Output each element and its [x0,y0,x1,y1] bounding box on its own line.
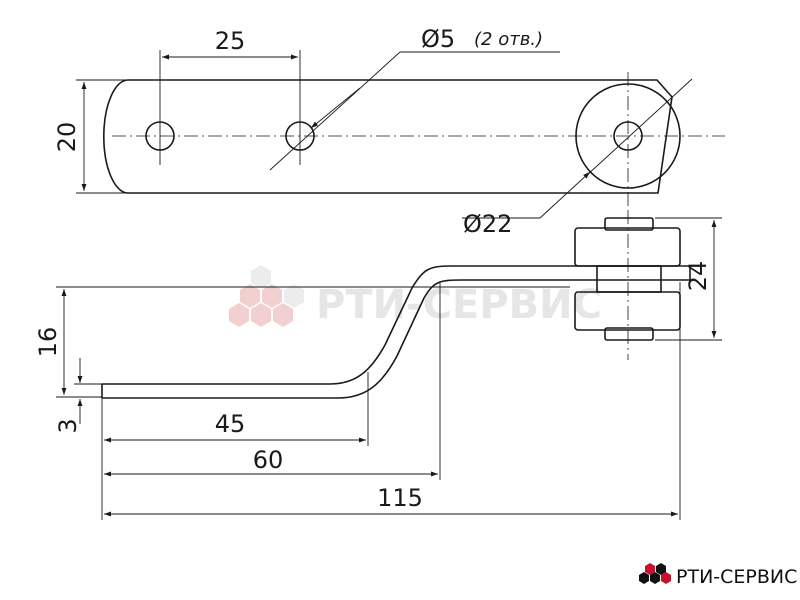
top-view: 25 20 Ø5 (2 отв.) Ø22 [53,25,725,238]
dim-length-45: 45 [215,410,246,438]
side-view: 24 16 3 45 60 115 [34,210,722,520]
brand-text: РТИ-СЕРВИС [676,566,797,588]
roller-top-half [574,227,681,267]
dim-hole-diameter: Ø5 [421,25,455,53]
bar-bottom-edge [102,279,570,399]
roller-axle [596,265,662,293]
dim-roller-height: 24 [684,261,712,292]
dim-d5-arrow [310,87,361,129]
dim-plate-width: 20 [53,122,81,153]
bar-top-edge [102,265,570,385]
dim-thickness: 3 [54,418,82,433]
dim-d22-arrow-line [539,171,591,219]
dim-roller-diameter: Ø22 [463,210,512,238]
roller-side [570,210,691,360]
dim-d5-leader [269,51,401,171]
plate-outline [103,79,673,194]
dim-step-height: 16 [34,327,62,358]
watermark-hex-logo [229,265,304,327]
brand-hex-icon [639,563,671,584]
dim-d22-leader [585,78,693,177]
brand-logo: РТИ-СЕРВИС [639,563,797,588]
roller-hub-top [604,217,654,231]
watermark-text: РТИ-СЕРВИС [316,282,602,328]
roller-hub-bottom [604,327,654,341]
dim-length-60: 60 [253,446,284,474]
dim-hole-note: (2 отв.) [474,29,543,50]
dim-hole-spacing: 25 [215,27,246,55]
dim-length-115: 115 [377,484,423,512]
watermark: РТИ-СЕРВИС [229,265,602,328]
